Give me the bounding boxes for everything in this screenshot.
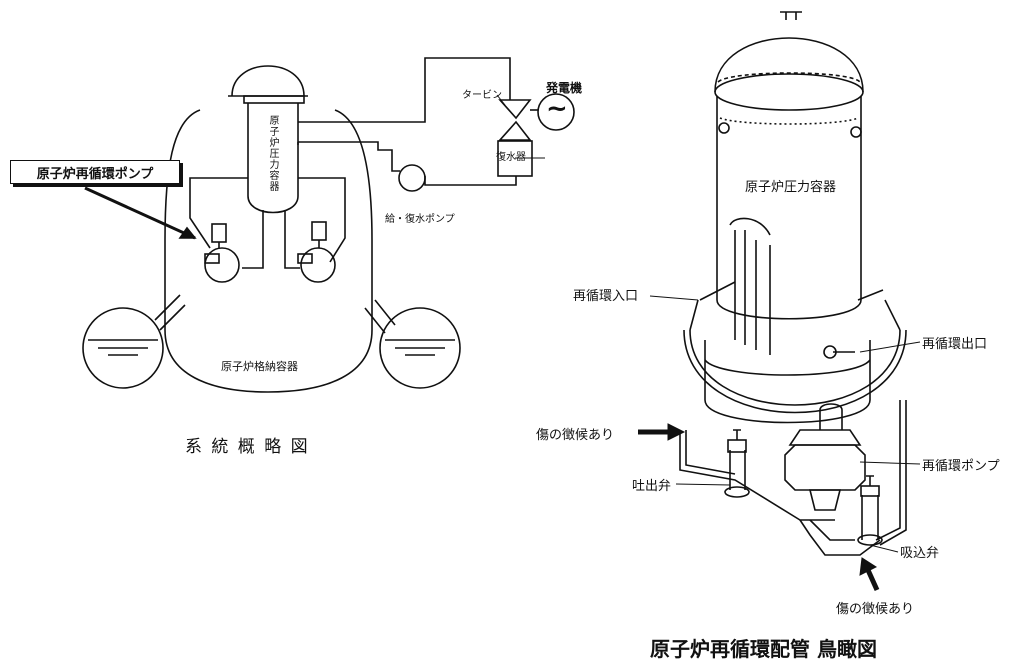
recirc-pump-left (204, 247, 240, 283)
recirc-pump-right (300, 247, 336, 283)
turbine-label: タービン (462, 90, 502, 101)
recirc-inlet-label: 再循環入口 (573, 289, 639, 304)
feed-pump (398, 164, 426, 192)
vessel-label-left: 原子炉圧力容器 (267, 115, 278, 192)
recirc-pump-label: 再循環ポンプ (922, 459, 1000, 474)
containment-outline (164, 109, 373, 393)
condenser-label: 復水器 (496, 152, 526, 163)
turbine (498, 99, 532, 120)
suppression-pool-right (379, 307, 461, 389)
discharge-valve-label: 吐出弁 (632, 479, 672, 494)
pump-callout-box: 原子炉再循環ポンプ (10, 160, 180, 184)
steam-line (298, 57, 511, 123)
reactor-pressure-vessel (247, 103, 299, 214)
vessel-flange (243, 95, 305, 104)
generator-label: 発電機 (546, 81, 583, 95)
feed-pump-label: 給・復水ポンプ (385, 214, 455, 225)
damage-arrow-2 (865, 568, 880, 592)
recirc-outlet-label: 再循環出口 (922, 337, 988, 352)
right-caption: 原子炉再循環配管 鳥瞰図 (650, 637, 877, 661)
suppression-pool-left (82, 307, 164, 389)
damage-label-2: 傷の徴候あり (836, 602, 915, 617)
suction-valve-label: 吸込弁 (900, 546, 940, 561)
left-caption: 系 統 概 略 図 (185, 437, 310, 457)
generator-symbol: ~ (546, 94, 568, 124)
vessel-body-iso (716, 96, 862, 320)
damage-label-1: 傷の徴候あり (536, 428, 615, 443)
vessel-label-right: 原子炉圧力容器 (745, 180, 837, 195)
pump-callout-label: 原子炉再循環ポンプ (36, 166, 154, 182)
recirc-pump-iso (784, 444, 866, 491)
generator (537, 93, 575, 131)
feedwater-line (424, 176, 517, 186)
containment-dome (231, 65, 305, 97)
containment-label: 原子炉格納容器 (221, 360, 298, 373)
vessel-dome-iso (714, 37, 864, 93)
